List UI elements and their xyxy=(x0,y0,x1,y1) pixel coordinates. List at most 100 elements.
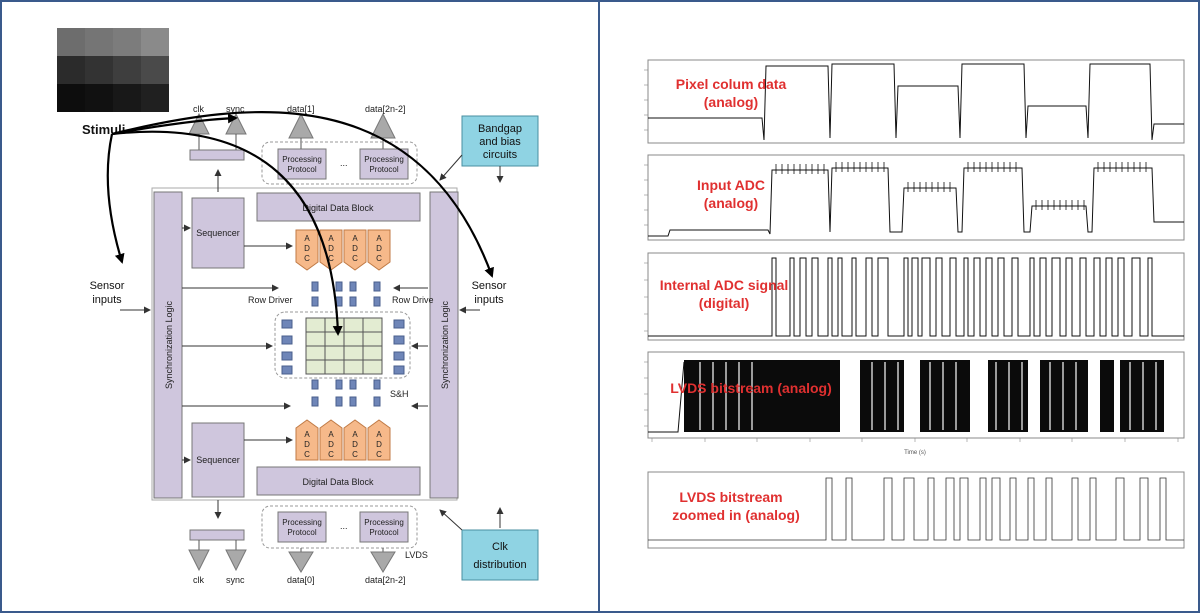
panel-lvds xyxy=(647,351,1185,439)
top-processing-protocol-1 xyxy=(277,148,327,180)
bottom-processing-protocol-1 xyxy=(277,511,327,543)
clk-distribution-block xyxy=(461,529,539,581)
svg-text:D: D xyxy=(328,440,334,449)
svg-text:Processing: Processing xyxy=(364,155,404,164)
svg-text:...: ... xyxy=(340,521,348,531)
svg-text:D: D xyxy=(376,440,382,449)
block-diagram: Stimuli clk sync data[1] data[2n-2] Proc… xyxy=(57,28,539,585)
sync-bottom-label: sync xyxy=(226,575,245,585)
svg-text:Processing: Processing xyxy=(364,518,404,527)
sh-label: S&H xyxy=(390,389,409,399)
svg-text:Bandgap: Bandgap xyxy=(478,123,522,135)
time-axis-label: Time (s) xyxy=(904,450,926,456)
row-driver-left-label: Row Driver xyxy=(248,295,293,305)
svg-text:A: A xyxy=(376,430,382,439)
svg-text:C: C xyxy=(352,254,358,263)
svg-text:D: D xyxy=(304,244,310,253)
svg-text:Protocol: Protocol xyxy=(287,165,317,174)
waveform-internal-adc xyxy=(648,257,1184,337)
clk-top-label: clk xyxy=(193,104,204,114)
clk-bottom-label: clk xyxy=(193,575,204,585)
waveform-lvds-zoomed xyxy=(648,477,1184,541)
panel-pixel-column xyxy=(647,59,1185,144)
top-processing-protocol-2 xyxy=(359,148,409,180)
panel-input-adc xyxy=(647,154,1185,241)
svg-text:Synchronization Logic: Synchronization Logic xyxy=(164,300,174,389)
panel-internal-adc xyxy=(647,252,1185,341)
stimulus-arrows xyxy=(106,111,494,336)
data1-label: data[1] xyxy=(287,104,315,114)
sh-cells-top xyxy=(311,281,381,307)
label-pixel-column-2: (analog) xyxy=(704,94,758,110)
svg-text:Digital Data Block: Digital Data Block xyxy=(302,477,374,487)
label-lvds-zoom-2: zoomed in (analog) xyxy=(672,507,800,523)
adc-row-top xyxy=(295,229,391,271)
data-bottom-last-label: data[2n-2] xyxy=(365,575,406,585)
sync-logic-right xyxy=(429,191,459,499)
sh-cells-bottom xyxy=(311,379,381,407)
data0-label: data[0] xyxy=(287,575,315,585)
label-pixel-column-1: Pixel colum data xyxy=(676,76,787,92)
svg-text:C: C xyxy=(304,450,310,459)
svg-text:Clk: Clk xyxy=(492,541,508,553)
label-internal-adc-2: (digital) xyxy=(699,295,750,311)
bottom-clk-buffer xyxy=(189,529,245,541)
svg-text:Protocol: Protocol xyxy=(369,528,399,537)
svg-text:Protocol: Protocol xyxy=(287,528,317,537)
svg-text:A: A xyxy=(376,234,382,243)
svg-text:Sequencer: Sequencer xyxy=(196,228,240,238)
label-internal-adc-1: Internal ADC signal xyxy=(660,277,789,293)
sensor-inputs-left-line2: inputs xyxy=(92,294,122,306)
waveform-lvds xyxy=(648,360,1164,433)
svg-text:D: D xyxy=(304,440,310,449)
svg-text:Processing: Processing xyxy=(282,518,322,527)
svg-text:D: D xyxy=(352,244,358,253)
bottom-processing-protocol-2 xyxy=(359,511,409,543)
sensor-inputs-right-line1: Sensor xyxy=(472,280,507,292)
svg-text:Protocol: Protocol xyxy=(369,165,399,174)
svg-text:C: C xyxy=(328,254,334,263)
digital-data-block-bottom xyxy=(256,466,421,496)
svg-text:A: A xyxy=(304,234,310,243)
x-ticks xyxy=(651,438,1179,442)
svg-text:C: C xyxy=(376,254,382,263)
digital-data-block-top xyxy=(256,192,421,222)
svg-text:distribution: distribution xyxy=(473,559,526,571)
svg-text:Synchronization Logic: Synchronization Logic xyxy=(440,300,450,389)
stimuli-thumbnail xyxy=(57,28,169,112)
sequencer-bottom xyxy=(191,422,245,498)
svg-text:Sequencer: Sequencer xyxy=(196,455,240,465)
svg-text:D: D xyxy=(352,440,358,449)
data-top-last-label: data[2n-2] xyxy=(365,104,406,114)
waveform-panels: Time (s) Pixel colum data (analog) xyxy=(644,59,1185,549)
svg-text:A: A xyxy=(304,430,310,439)
top-clk-buffer xyxy=(189,149,245,161)
lvds-label: LVDS xyxy=(405,550,428,560)
svg-text:C: C xyxy=(352,450,358,459)
sync-logic-left xyxy=(153,191,183,499)
svg-text:C: C xyxy=(328,450,334,459)
svg-text:and bias: and bias xyxy=(479,136,521,148)
top-io-pads xyxy=(188,112,396,150)
stimuli-label: Stimuli xyxy=(82,122,125,137)
sync-top-label: sync xyxy=(226,104,245,114)
svg-text:Digital Data Block: Digital Data Block xyxy=(302,203,374,213)
pixel-grid xyxy=(305,317,383,375)
label-input-adc-2: (analog) xyxy=(704,195,758,211)
y-ticks xyxy=(644,69,648,427)
svg-text:...: ... xyxy=(340,158,348,168)
svg-text:C: C xyxy=(304,254,310,263)
panel-lvds-zoom xyxy=(647,471,1185,549)
svg-text:A: A xyxy=(328,430,334,439)
bandgap-block xyxy=(461,115,539,167)
svg-text:D: D xyxy=(328,244,334,253)
waveform-pixel-column xyxy=(648,63,1184,141)
svg-text:Processing: Processing xyxy=(282,155,322,164)
sensor-inputs-left-line1: Sensor xyxy=(90,280,125,292)
svg-text:A: A xyxy=(352,234,358,243)
label-lvds-1: LVDS bitstream (analog) xyxy=(670,380,832,396)
svg-text:C: C xyxy=(376,450,382,459)
sensor-inputs-right-line2: inputs xyxy=(474,294,504,306)
